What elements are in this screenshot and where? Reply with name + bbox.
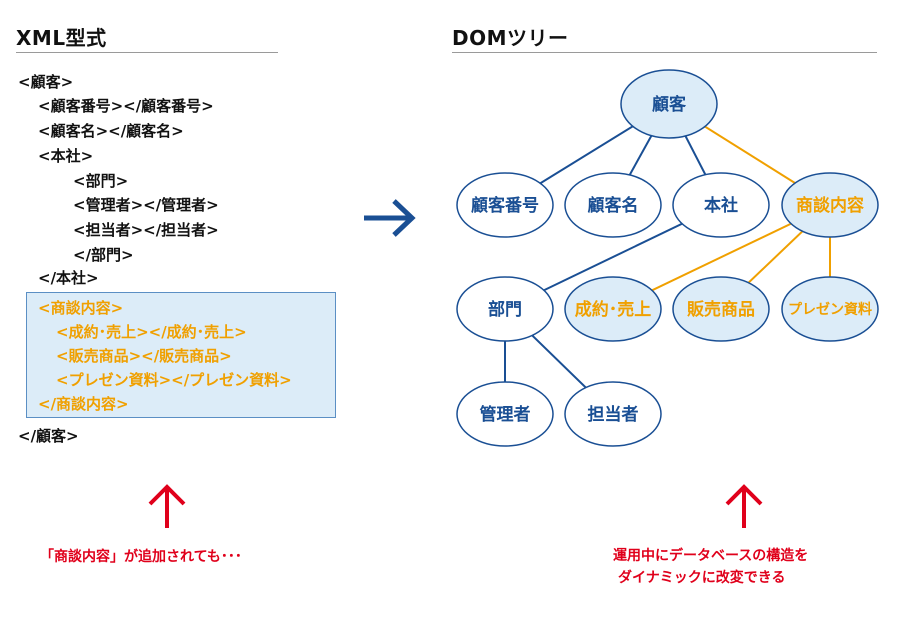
- xml-line: <顧客番号></顧客番号>: [38, 97, 214, 115]
- node-ellipse: [564, 276, 662, 342]
- tree-node-n1: 顧客番号: [456, 172, 554, 238]
- node-ellipse: [564, 381, 662, 447]
- tree-node-n6: 成約･売上: [564, 276, 662, 342]
- xml-panel-title: XML型式: [16, 26, 107, 50]
- arrow-up-icon: [725, 484, 763, 528]
- xml-line: <部門>: [73, 172, 129, 190]
- xml-line: <本社>: [38, 147, 94, 165]
- xml-line-added: </商談内容>: [38, 395, 129, 413]
- node-ellipse: [456, 381, 554, 447]
- node-label: 顧客名: [588, 195, 639, 216]
- node-ellipse: [672, 172, 770, 238]
- node-label: 顧客番号: [471, 195, 539, 216]
- node-ellipse: [456, 172, 554, 238]
- tree-node-n7: 販売商品: [672, 276, 770, 342]
- node-ellipse: [672, 276, 770, 342]
- node-ellipse: [456, 276, 554, 342]
- xml-line: <顧客>: [18, 73, 74, 91]
- arrow-up-icon: [148, 484, 186, 528]
- tree-edges: [504, 103, 831, 415]
- tree-node-n9: 管理者: [456, 381, 554, 447]
- tree-node-n3: 本社: [672, 172, 770, 238]
- arrow-right-icon: [364, 199, 416, 237]
- xml-line: </本社>: [38, 269, 99, 287]
- tree-node-n5: 部門: [456, 276, 554, 342]
- node-ellipse: [620, 69, 718, 139]
- xml-line-added: <プレゼン資料></プレゼン資料>: [56, 371, 292, 389]
- node-label: 商談内容: [796, 195, 864, 216]
- xml-line-added: <成約･売上></成約･売上>: [56, 323, 247, 341]
- node-label: 管理者: [480, 404, 531, 425]
- xml-title-rule: [16, 52, 278, 53]
- node-label: 本社: [704, 195, 738, 216]
- node-ellipse: [564, 172, 662, 238]
- caption-left: 「商談内容」が追加されても･･･: [40, 549, 242, 565]
- node-ellipse: [781, 276, 879, 342]
- caption-right-line-2: ダイナミックに改変できる: [618, 570, 786, 586]
- xml-line: </顧客>: [18, 427, 79, 445]
- node-label: 販売商品: [687, 299, 755, 320]
- tree-node-root: 顧客: [620, 69, 718, 139]
- added-section-box: [26, 292, 336, 418]
- xml-line-added: <商談内容>: [38, 299, 124, 317]
- xml-line: <顧客名></顧客名>: [38, 122, 184, 140]
- xml-line: <管理者></管理者>: [73, 196, 219, 214]
- node-label: 部門: [488, 299, 522, 320]
- node-label: プレゼン資料: [788, 301, 872, 318]
- tree-node-n8: プレゼン資料: [781, 276, 879, 342]
- tree-node-n2: 顧客名: [564, 172, 662, 238]
- node-label: 顧客: [652, 94, 687, 115]
- tree-node-n10: 担当者: [564, 381, 662, 447]
- caption-right-line-1: 運用中にデータベースの構造を: [613, 548, 809, 564]
- node-ellipse: [781, 172, 879, 238]
- xml-line-added: <販売商品></販売商品>: [56, 347, 232, 365]
- node-label: 成約･売上: [575, 299, 652, 320]
- dom-panel-title: DOMツリー: [452, 26, 569, 50]
- tree-node-n4: 商談内容: [781, 172, 879, 238]
- node-label: 担当者: [588, 404, 639, 425]
- xml-line: <担当者></担当者>: [73, 221, 219, 239]
- xml-line: </部門>: [73, 246, 134, 264]
- dom-title-rule: [452, 52, 877, 53]
